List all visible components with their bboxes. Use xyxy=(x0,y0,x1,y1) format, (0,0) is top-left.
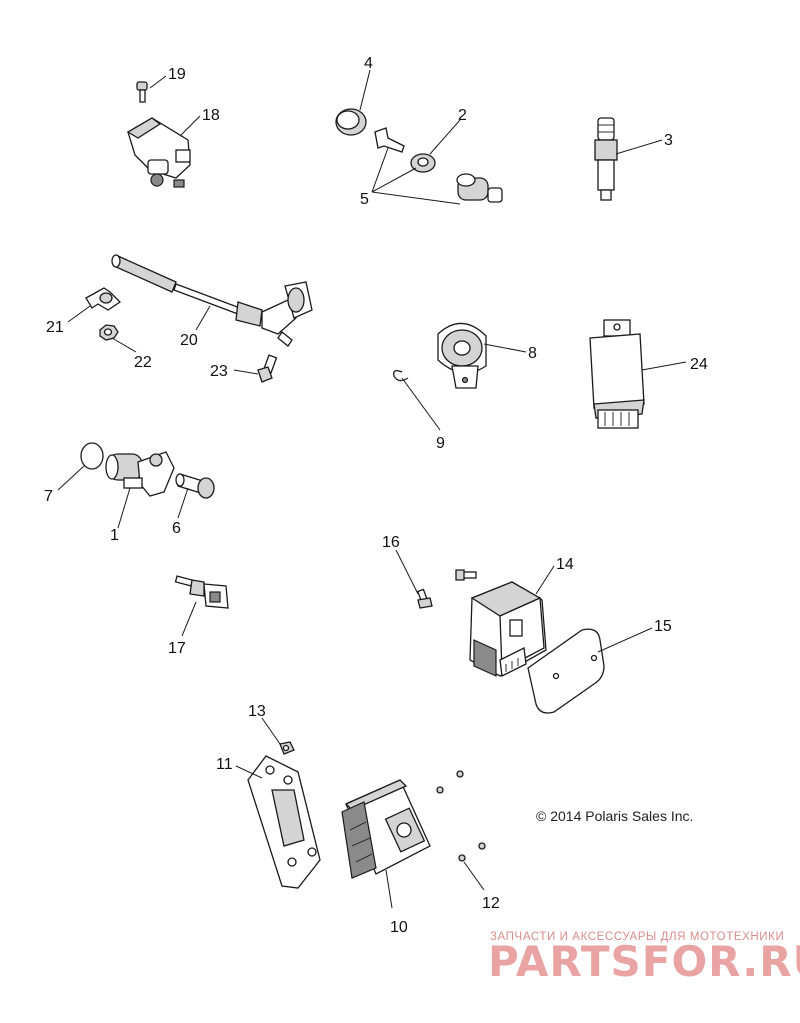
part-12-screws xyxy=(436,770,486,862)
callout-13: 13 xyxy=(248,703,266,720)
callout-10: 10 xyxy=(390,919,408,936)
callout-6: 6 xyxy=(172,520,181,537)
part-14-housing xyxy=(469,581,547,677)
part-9-clip xyxy=(393,370,409,382)
callout-4: 4 xyxy=(364,55,373,72)
callout-20: 20 xyxy=(180,332,198,349)
part-3-sensor xyxy=(594,117,618,201)
callout-3: 3 xyxy=(664,132,673,149)
part-4-cap xyxy=(335,108,367,136)
callout-8: 8 xyxy=(528,345,537,362)
part-24-relay xyxy=(589,319,645,429)
part-22-nut xyxy=(99,324,119,341)
callout-21: 21 xyxy=(46,319,64,336)
callouts: 19 18 4 2 3 5 21 20 22 23 8 9 24 7 1 6 1… xyxy=(44,55,708,936)
leader-lines xyxy=(57,69,687,909)
part-19-bolt xyxy=(136,81,148,103)
callout-12: 12 xyxy=(482,895,500,912)
callout-15: 15 xyxy=(654,618,672,635)
callout-11: 11 xyxy=(216,756,233,773)
part-7-o-ring xyxy=(80,442,104,470)
callout-23: 23 xyxy=(210,363,228,380)
callout-2: 2 xyxy=(458,107,467,124)
callout-7: 7 xyxy=(44,488,53,505)
callout-22: 22 xyxy=(134,354,152,371)
part-10-ecu xyxy=(341,779,431,879)
watermark-brand: PARTSFOR.RU xyxy=(488,937,800,986)
callout-16: 16 xyxy=(382,534,400,551)
part-20-speed-sensor xyxy=(111,254,313,347)
copyright-notice: © 2014 Polaris Sales Inc. xyxy=(536,808,693,824)
part-17-temp-sensor xyxy=(174,575,229,609)
callout-18: 18 xyxy=(202,107,220,124)
part-13-bolt xyxy=(279,741,295,755)
callout-9: 9 xyxy=(436,435,445,452)
part-21-clamp xyxy=(85,287,122,311)
callout-17: 17 xyxy=(168,640,186,657)
callout-1: 1 xyxy=(110,527,119,544)
part-23-bolt xyxy=(257,354,278,383)
part-6-pin xyxy=(175,473,215,499)
part-18-map-sensor xyxy=(126,117,191,188)
part-2-nut xyxy=(410,153,436,173)
part-8-knock-sensor xyxy=(437,322,487,389)
part-16-bolts xyxy=(416,569,477,609)
watermark-tagline: ЗАПЧАСТИ И АКСЕССУАРЫ ДЛЯ МОТОТЕХНИКИ xyxy=(490,931,784,943)
part-1-cam-sensor xyxy=(105,451,175,497)
callout-24: 24 xyxy=(690,356,708,373)
callout-5: 5 xyxy=(360,191,369,208)
callout-14: 14 xyxy=(556,556,574,573)
watermark: ЗАПЧАСТИ И АКСЕССУАРЫ ДЛЯ МОТОТЕХНИКИ PA… xyxy=(488,931,800,986)
part-11-bracket xyxy=(247,755,321,889)
part-15-cover-plate xyxy=(527,628,605,714)
part-5-clip xyxy=(374,127,405,153)
callout-19: 19 xyxy=(168,66,186,83)
part-5-sensor xyxy=(456,173,503,203)
